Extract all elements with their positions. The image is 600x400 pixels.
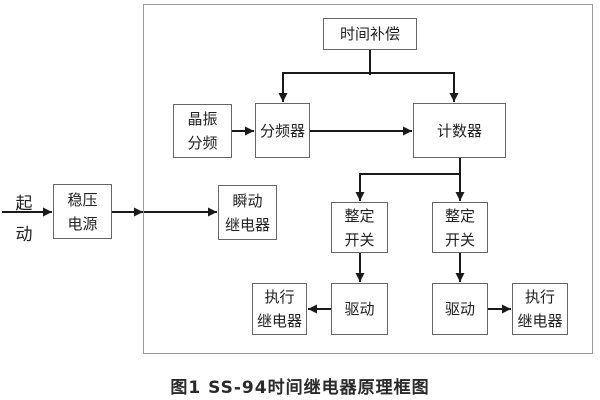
node-frequency-divider: 分频器 (255, 103, 310, 158)
node-drive-left: 驱动 (331, 283, 388, 335)
node-setting-switch-left: 整定 开关 (331, 202, 388, 253)
node-counter: 计数器 (413, 103, 506, 158)
start-label-bottom: 动 (15, 225, 33, 245)
node-drive-right: 驱动 (432, 283, 488, 335)
node-exec-relay-left: 执行 继电器 (252, 283, 307, 335)
start-label-top: 起 (15, 194, 33, 214)
node-time-compensation: 时间补偿 (323, 18, 417, 50)
node-crystal-divider: 晶振 分频 (173, 104, 232, 158)
node-regulated-power-supply: 稳压 电源 (53, 184, 112, 239)
node-exec-relay-right: 执行 继电器 (512, 283, 568, 335)
figure-caption: 图1 SS-94时间继电器原理框图 (170, 378, 430, 398)
node-instant-relay: 瞬动 继电器 (218, 185, 277, 240)
node-setting-switch-right: 整定 开关 (432, 202, 488, 253)
diagram-outer-frame (143, 4, 593, 354)
